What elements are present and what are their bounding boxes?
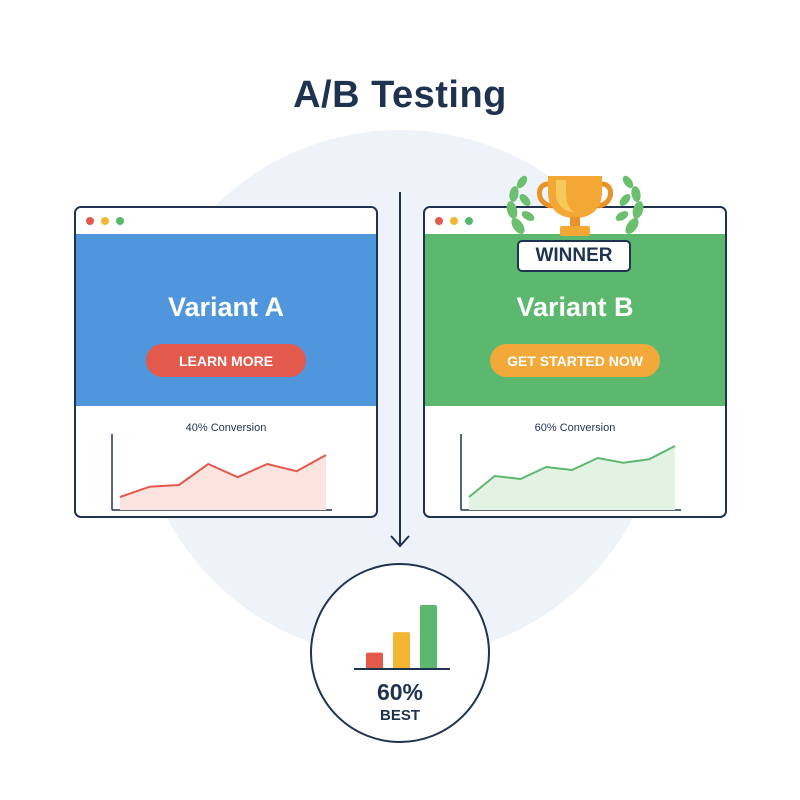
arrow-down-icon bbox=[390, 192, 410, 548]
result-label: BEST bbox=[379, 707, 420, 724]
variant-b-conversion-label: 60% Conversion bbox=[534, 422, 616, 434]
result-circle: 60% BEST bbox=[310, 563, 490, 743]
get-started-now-button[interactable]: GET STARTED NOW bbox=[490, 344, 660, 377]
variant-a-conversion-label: 40% Conversion bbox=[185, 422, 267, 434]
variant-a-trend-chart bbox=[111, 434, 332, 511]
trophy-icon bbox=[506, 175, 644, 236]
close-dot-icon bbox=[435, 217, 443, 225]
minimize-dot-icon bbox=[450, 217, 458, 225]
variant-a-trend-line bbox=[119, 454, 327, 498]
page-title: A/B Testing bbox=[293, 74, 507, 116]
variant-a-trend-area bbox=[120, 455, 326, 510]
cup-icon bbox=[537, 176, 613, 236]
result-bar-2 bbox=[393, 632, 410, 669]
maximize-dot-icon bbox=[465, 217, 473, 225]
maximize-dot-icon bbox=[116, 217, 124, 225]
variant-b-window: Variant B GET STARTED NOW 60% Conversion bbox=[423, 206, 727, 518]
variant-b-trend-line bbox=[468, 445, 676, 498]
variant-b-stats: 60% Conversion bbox=[425, 406, 725, 516]
learn-more-button[interactable]: LEARN MORE bbox=[146, 344, 306, 377]
variant-b-trend-area bbox=[469, 446, 675, 510]
variant-a-window: Variant A LEARN MORE 40% Conversion bbox=[74, 206, 378, 518]
result-bar-1 bbox=[366, 652, 383, 669]
winner-badge: WINNER bbox=[517, 240, 631, 272]
result-bar-chart bbox=[354, 605, 450, 670]
window-titlebar bbox=[76, 208, 376, 234]
laurel-right-icon bbox=[615, 175, 644, 234]
variant-a-title: Variant A bbox=[167, 292, 285, 322]
result-bar-3 bbox=[420, 605, 437, 669]
minimize-dot-icon bbox=[101, 217, 109, 225]
close-dot-icon bbox=[86, 217, 94, 225]
variant-b-title: Variant B bbox=[516, 292, 634, 322]
laurel-left-icon bbox=[506, 175, 535, 234]
result-value: 60% bbox=[376, 679, 424, 705]
variant-a-hero: Variant A LEARN MORE bbox=[76, 234, 376, 406]
variant-a-stats: 40% Conversion bbox=[76, 406, 376, 516]
variant-b-trend-chart bbox=[460, 434, 681, 511]
